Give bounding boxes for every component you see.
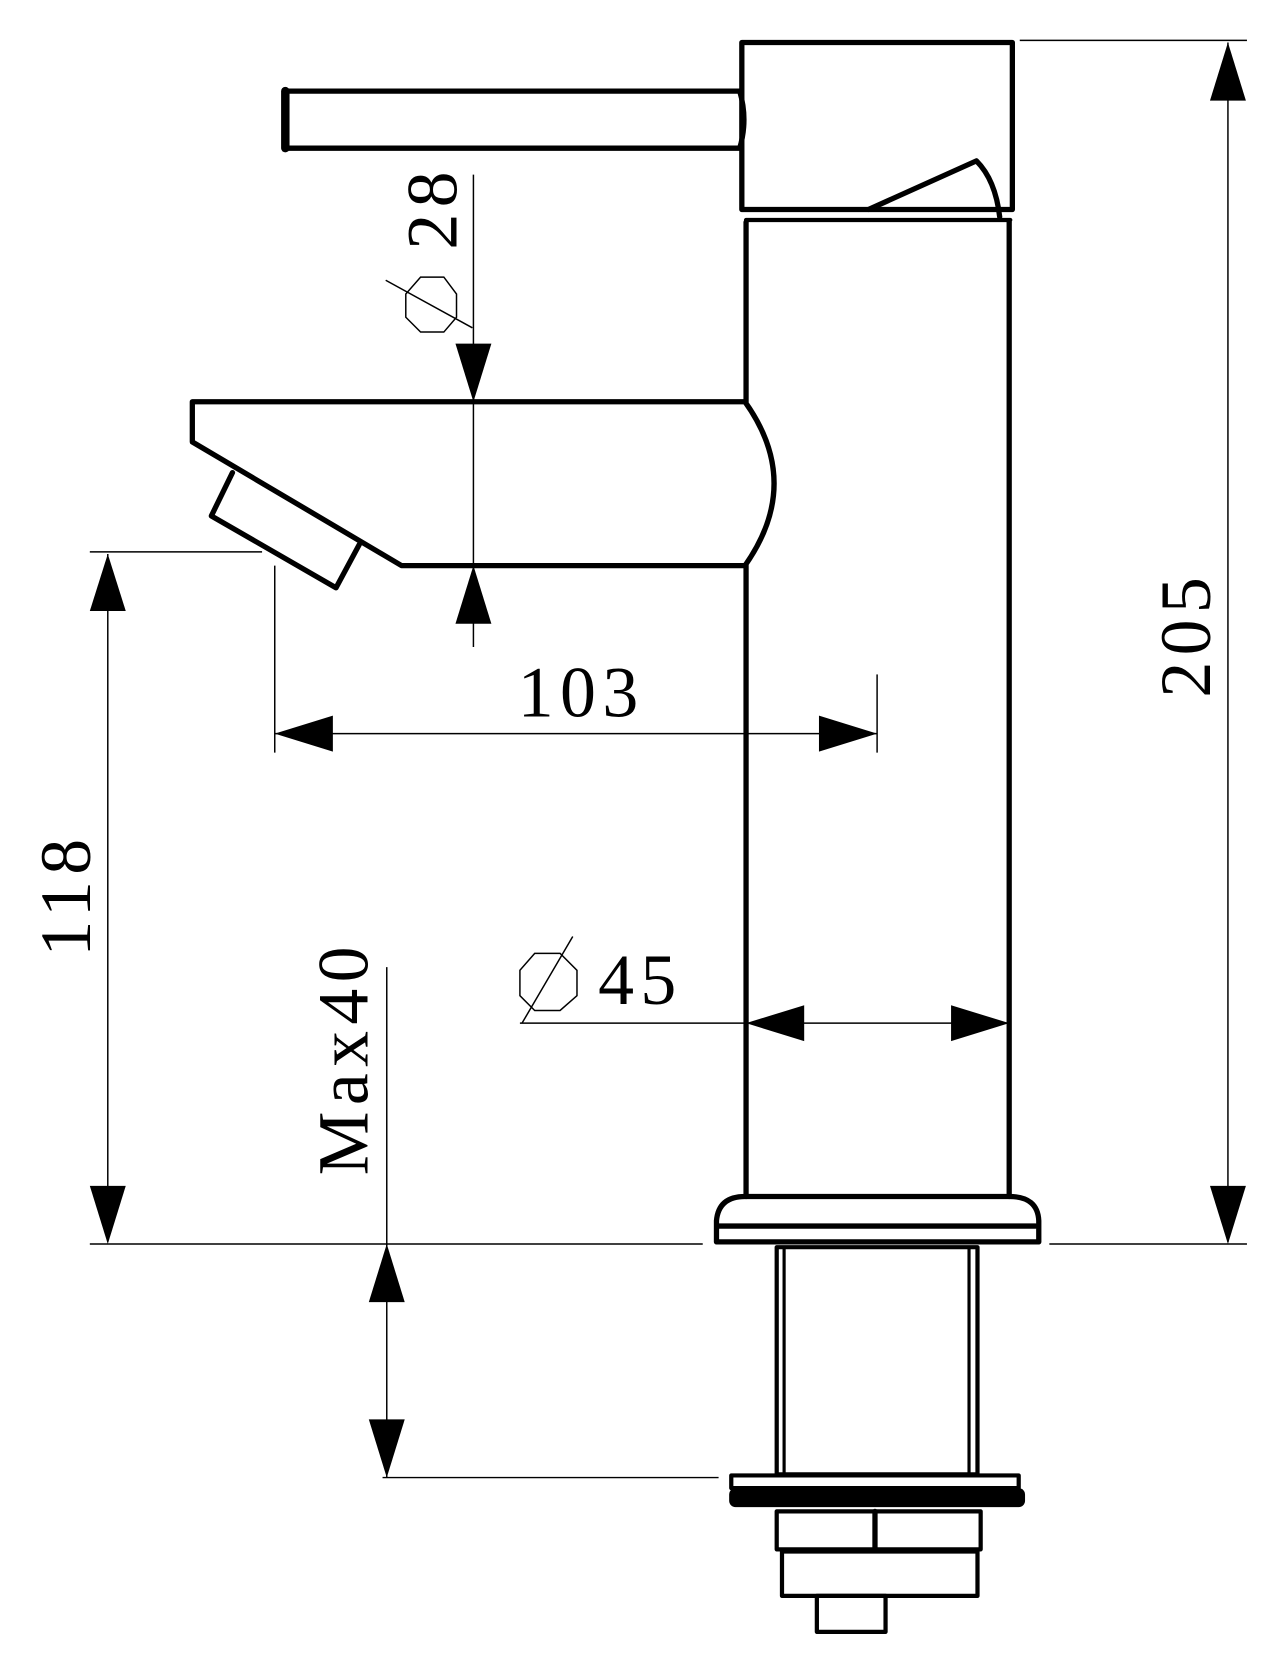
dimension-total-height: 205 (1019, 39, 1247, 1245)
dimension-max-deck-thickness: Max40 (304, 940, 719, 1479)
dimension-spout-height: 118 (26, 551, 703, 1245)
body-diameter-label: 45 (598, 940, 683, 1020)
fixing-nut (729, 1473, 1026, 1634)
total-height-label: 205 (1146, 571, 1226, 698)
tap-body (743, 219, 1012, 1200)
spout-height-label: 118 (26, 832, 106, 956)
base-flange (713, 1193, 1042, 1245)
mounting-shank (774, 1245, 980, 1477)
dimension-spout-diameter: 28 (385, 165, 492, 647)
max-deck-label: Max40 (304, 940, 384, 1175)
mixer-head (739, 39, 1016, 223)
spout (189, 399, 777, 591)
diameter-symbol-icon (519, 936, 578, 1024)
diameter-symbol-icon (385, 276, 473, 333)
spout-diameter-label: 28 (393, 165, 473, 250)
dimension-spout-reach: 103 (274, 565, 878, 753)
dimension-body-diameter: 45 (519, 936, 1010, 1042)
handle-lever (281, 86, 747, 153)
spout-reach-label: 103 (518, 653, 645, 733)
